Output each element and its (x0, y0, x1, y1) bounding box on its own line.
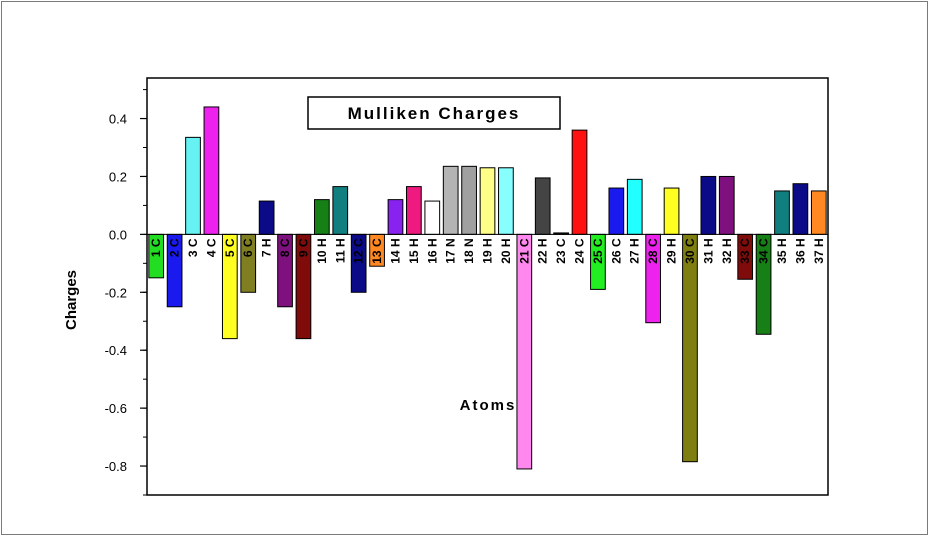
atom-label-1: 1 C (149, 238, 163, 257)
bar-atom-15 (406, 186, 422, 235)
bar-atom-3 (185, 136, 201, 235)
atom-label-33: 33 C (738, 238, 752, 264)
atom-label-28: 28 C (646, 238, 660, 264)
bar-atom-32 (718, 175, 735, 235)
y-tick-label: -0.4 (105, 343, 127, 358)
bar-atom-37 (810, 190, 827, 235)
bar-atom-11 (332, 186, 349, 235)
atom-label-2: 2 C (168, 238, 182, 257)
atom-label-4: 4 C (204, 238, 218, 257)
atom-label-3: 3 C (186, 238, 200, 257)
y-tick-label: 0.2 (109, 169, 127, 184)
atom-label-26: 26 C (609, 238, 623, 264)
bar-atom-30 (682, 233, 698, 463)
atom-label-6: 6 C (241, 238, 255, 257)
bar-atom-27 (626, 178, 643, 235)
chart-title: Mulliken Charges (348, 104, 521, 123)
atom-label-25: 25 C (591, 238, 605, 264)
atom-label-7: 7 H (260, 238, 274, 257)
atom-label-23: 23 C (554, 238, 568, 264)
bar-atom-17 (442, 165, 459, 235)
atom-label-9: 9 C (296, 238, 310, 257)
atom-label-22: 22 H (536, 238, 550, 263)
bar-atom-19 (479, 167, 496, 235)
y-tick-label: 0.4 (109, 112, 127, 127)
bar-atom-36 (792, 183, 809, 235)
bar-atom-22 (534, 177, 551, 235)
bar-atom-21 (516, 233, 533, 470)
atom-label-8: 8 C (278, 238, 292, 257)
atom-label-37: 37 H (812, 238, 826, 263)
atom-label-30: 30 C (683, 238, 697, 264)
atom-label-27: 27 H (628, 238, 642, 263)
atom-label-36: 36 H (793, 238, 807, 263)
atom-label-21: 21 C (517, 238, 531, 264)
x-axis-title: Atoms (460, 397, 517, 414)
y-tick-label: -0.6 (105, 401, 127, 416)
bar-atom-14 (387, 199, 404, 235)
atom-label-15: 15 H (407, 238, 421, 263)
atom-label-13: 13 C (370, 238, 384, 264)
atom-label-31: 31 H (701, 238, 715, 263)
y-tick-label: -0.2 (105, 285, 127, 300)
atom-label-19: 19 H (481, 238, 495, 263)
atom-label-11: 11 H (333, 238, 347, 263)
bar-atom-26 (608, 187, 625, 235)
y-tick-label: 0.0 (109, 227, 127, 242)
bar-atom-18 (461, 165, 477, 235)
atom-label-34: 34 C (757, 238, 771, 264)
y-tick-label: -0.8 (105, 459, 127, 474)
bars-group (148, 106, 827, 470)
bar-atom-16 (424, 200, 441, 235)
atom-label-14: 14 H (388, 238, 402, 263)
bar-atom-4 (203, 106, 220, 235)
y-axis-title: Charges (63, 270, 80, 330)
bar-atom-35 (774, 190, 790, 235)
bar-atom-7 (258, 200, 275, 235)
atom-label-32: 32 H (720, 238, 734, 263)
atom-label-24: 24 C (573, 238, 587, 264)
atom-labels-group: 1 C 2 C 3 C 4 C 5 C 6 C 7 H 8 C 9 C 10 H 11 H 12 C 1… (149, 238, 826, 264)
atom-label-29: 29 H (665, 238, 679, 263)
atom-label-16: 16 H (425, 238, 439, 263)
bar-atom-20 (498, 167, 514, 235)
bar-atom-10 (313, 199, 330, 235)
atom-label-17: 17 N (444, 238, 458, 263)
y-axis: 0.4 0.2 0.0 -0.2 -0.4 -0.6 -0.8 (105, 89, 147, 496)
atom-label-35: 35 H (775, 238, 789, 263)
atom-label-20: 20 H (499, 238, 513, 263)
atom-label-10: 10 H (315, 238, 329, 263)
atom-label-12: 12 C (352, 238, 366, 264)
plot-area (146, 77, 829, 496)
bar-atom-24 (571, 129, 588, 235)
atom-label-5: 5 C (223, 238, 237, 257)
bar-atom-31 (700, 175, 717, 235)
bar-atom-29 (663, 187, 680, 235)
atom-label-18: 18 N (462, 238, 476, 263)
title-box-border (307, 96, 561, 130)
title-box: Mulliken Charges (307, 96, 561, 130)
